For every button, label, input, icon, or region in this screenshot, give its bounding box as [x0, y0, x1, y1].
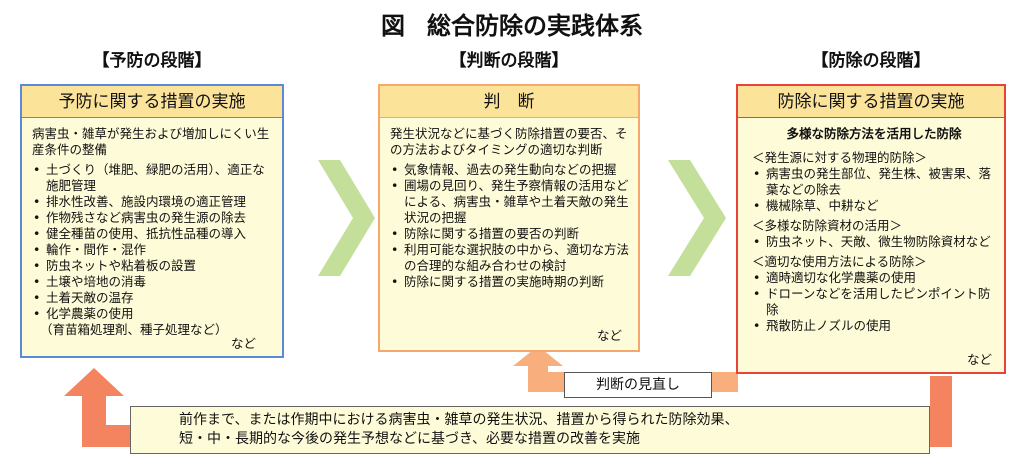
judgment-box: 判 断 発生状況などに基づく防除措置の要否、その方法およびタイミングの適切な判断…	[378, 84, 640, 352]
list-item: 機械除草、中耕など	[752, 198, 996, 214]
control-group-label: ＜適切な使用方法による防除＞	[752, 254, 927, 269]
control-box: 防除に関する措置の実施 多様な防除方法を活用した防除 ＜発生源に対する物理的防除…	[736, 84, 1006, 374]
control-group-list: 防虫ネット、天敵、微生物防除資材など	[752, 234, 996, 250]
list-item: 輪作・間作・混作	[32, 242, 276, 258]
prevention-intro: 病害虫・雑草が発生および増加しにくい生産条件の整備	[32, 126, 270, 157]
prevention-item-list: 土づくり（堆肥、緑肥の活用）、適正な施肥管理 排水性改善、施設内環境の適正管理 …	[32, 162, 276, 322]
prevention-etc: など	[230, 336, 256, 351]
stage-label-judgment: 【判断の段階】	[449, 51, 569, 71]
control-group-list: 適時適切な化学農薬の使用 ドローンなどを活用したピンポイント防除 飛散防止ノズル…	[752, 270, 996, 334]
list-item: 圃場の見回り、発生予察情報の活用などによる、病害虫・雑草や土着天敵の発生状況の把…	[390, 178, 632, 226]
list-item: 土づくり（堆肥、緑肥の活用）、適正な施肥管理	[32, 162, 276, 194]
list-item: 防虫ネットや粘着板の設置	[32, 258, 276, 274]
feedback-line-1: 前作まで、または作期中における病害虫・雑草の発生状況、措置から得られた防除効果、	[179, 412, 739, 428]
control-subtitle: 多様な防除方法を活用した防除	[786, 126, 962, 141]
prevention-body: 病害虫・雑草が発生および増加しにくい生産条件の整備 土づくり（堆肥、緑肥の活用）…	[32, 126, 276, 338]
list-item: 利用可能な選択肢の中から、適切な方法の合理的な組み合わせの検討	[390, 242, 632, 274]
list-item: 健全種苗の使用、抵抗性品種の導入	[32, 226, 276, 242]
stage-label-prevention: 【予防の段階】	[92, 51, 212, 71]
list-item: 気象情報、過去の発生動向などの把握	[390, 162, 632, 178]
prevention-heading: 予防に関する措置の実施	[22, 86, 282, 118]
review-label: 判断の見直し	[564, 372, 712, 398]
list-item: 適時適切な化学農薬の使用	[752, 270, 996, 286]
figure-title: 図総合防除の実践体系	[0, 6, 1024, 41]
list-item: 化学農薬の使用	[32, 306, 276, 322]
list-item: 土壌や培地の消毒	[32, 274, 276, 290]
control-etc: など	[966, 352, 992, 367]
list-item: 防虫ネット、天敵、微生物防除資材など	[752, 234, 996, 250]
control-heading: 防除に関する措置の実施	[738, 86, 1004, 118]
judgment-intro: 発生状況などに基づく防除措置の要否、その方法およびタイミングの適切な判断	[390, 126, 628, 157]
figure-label: 図	[381, 12, 405, 40]
list-item: 作物残さなど病害虫の発生源の除去	[32, 210, 276, 226]
list-item: 防除に関する措置の要否の判断	[390, 226, 632, 242]
prevention-item-note: （育苗箱処理剤、種子処理など）	[40, 322, 228, 337]
judgment-etc: など	[596, 328, 622, 343]
judgment-item-list: 気象情報、過去の発生動向などの把握 圃場の見回り、発生予察情報の活用などによる、…	[390, 162, 632, 290]
list-item: 防除に関する措置の実施時期の判断	[390, 274, 632, 290]
list-item: 病害虫の発生部位、発生株、被害果、落葉などの除去	[752, 166, 996, 198]
control-body: 多様な防除方法を活用した防除 ＜発生源に対する物理的防除＞ 病害虫の発生部位、発…	[752, 126, 996, 334]
judgment-heading: 判 断	[380, 86, 638, 118]
chevron-arrow-judgment-to-control	[668, 160, 726, 276]
list-item: ドローンなどを活用したピンポイント防除	[752, 286, 996, 318]
control-group-label: ＜発生源に対する物理的防除＞	[752, 150, 928, 165]
stage-label-control: 【防除の段階】	[811, 51, 931, 71]
control-group-list: 病害虫の発生部位、発生株、被害果、落葉などの除去 機械除草、中耕など	[752, 166, 996, 214]
feedback-description: 前作まで、または作期中における病害虫・雑草の発生状況、措置から得られた防除効果、…	[130, 406, 930, 454]
list-item: 土着天敵の温存	[32, 290, 276, 306]
feedback-line-2: 短・中・長期的な今後の発生予想などに基づき、必要な措置の改善を実施	[179, 431, 641, 447]
judgment-body: 発生状況などに基づく防除措置の要否、その方法およびタイミングの適切な判断 気象情…	[390, 126, 632, 290]
chevron-arrow-prevention-to-judgment	[318, 160, 375, 276]
control-group-label: ＜多様な防除資材の活用＞	[752, 218, 903, 233]
prevention-box: 予防に関する措置の実施 病害虫・雑草が発生および増加しにくい生産条件の整備 土づ…	[20, 84, 284, 358]
list-item: 排水性改善、施設内環境の適正管理	[32, 194, 276, 210]
list-item: 飛散防止ノズルの使用	[752, 318, 996, 334]
figure-title-text: 総合防除の実践体系	[427, 12, 643, 40]
